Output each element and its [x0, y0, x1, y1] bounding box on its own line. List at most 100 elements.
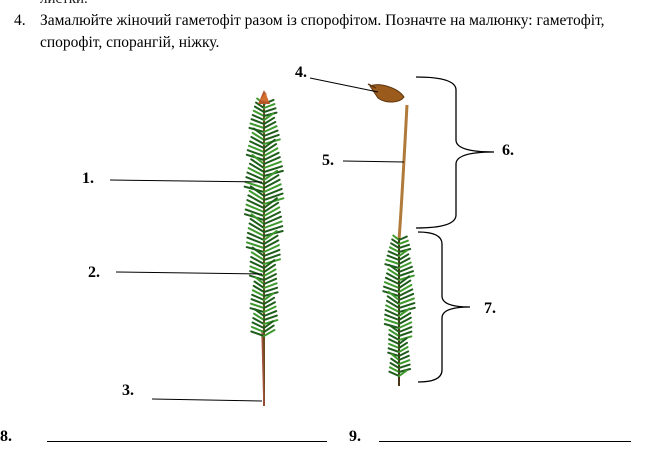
moss-leaf: [263, 259, 276, 269]
moss-leaf: [383, 285, 400, 293]
moss-leaf: [246, 241, 265, 249]
moss-leaf: [398, 316, 412, 325]
label-2: 2.: [88, 264, 100, 281]
brace-gametophyte: [417, 231, 471, 383]
moss-leaf: [392, 234, 400, 241]
moss-leaf: [263, 125, 278, 133]
moss-leaf: [398, 249, 409, 257]
moss-leaf: [398, 270, 414, 277]
moss-leaf: [250, 118, 265, 125]
pointer-line-1: [109, 179, 263, 183]
moss-leaf: [263, 220, 283, 229]
moss-leaf: [398, 321, 413, 329]
moss-leaf: [253, 308, 265, 317]
moss-leaf: [263, 239, 280, 249]
moss-leaf: [398, 261, 412, 269]
moss-leaf: [398, 257, 411, 265]
left-moss-leaves: [243, 97, 285, 337]
moss-leaf: [252, 127, 265, 137]
moss-leaf: [384, 313, 400, 321]
moss-leaf: [390, 242, 400, 249]
moss-leaf: [263, 160, 282, 169]
task-text: Замалюйте жіночий гаметофіт разом із спо…: [40, 12, 605, 51]
moss-leaf: [251, 293, 265, 301]
answer-blank-8[interactable]: [47, 441, 327, 442]
moss-leaf: [388, 264, 400, 273]
moss-leaf: [388, 342, 400, 349]
moss-leaf: [388, 246, 400, 253]
moss-leaf: [383, 318, 400, 325]
moss-leaf: [249, 265, 265, 273]
moss-leaf: [263, 156, 281, 165]
moss-leaf: [398, 337, 408, 345]
moss-leaf: [249, 217, 265, 229]
previous-task-fragment: листки.: [40, 0, 88, 8]
moss-leaf: [263, 305, 277, 313]
label-7: 7.: [484, 300, 496, 317]
moss-leaf: [263, 215, 282, 225]
moss-leaf: [385, 258, 400, 265]
moss-leaf: [386, 272, 400, 281]
moss-leaf: [249, 260, 265, 269]
moss-leaf: [398, 307, 411, 317]
moss-leaf: [248, 222, 265, 233]
moss-leaf: [387, 347, 400, 353]
moss-leaf: [263, 310, 278, 317]
moss-leaf: [398, 363, 411, 369]
moss-leaf: [263, 263, 276, 273]
moss-leaf: [249, 140, 265, 149]
brace-sporophyte: [415, 76, 495, 229]
moss-leaf: [398, 369, 408, 377]
moss-leaf: [263, 111, 278, 117]
moss-leaf: [253, 280, 265, 289]
moss-leaf: [251, 114, 265, 121]
moss-leaf: [252, 109, 265, 117]
moss-leaf: [385, 299, 400, 309]
moss-leaf: [247, 231, 265, 241]
moss-leaf: [388, 333, 400, 341]
label-1: 1.: [82, 170, 94, 187]
moss-leaf: [263, 253, 281, 261]
label-3: 3.: [122, 382, 134, 399]
label-5: 5.: [322, 152, 334, 169]
moss-leaf: [263, 201, 280, 213]
moss-leaf: [248, 162, 265, 173]
right-moss-plant: [367, 83, 416, 386]
moss-leaf: [263, 286, 279, 293]
moss-leaf: [263, 234, 279, 245]
moss-leaf: [263, 282, 278, 289]
moss-leaf: [246, 236, 265, 245]
moss-leaf: [254, 276, 265, 285]
moss-leaf: [384, 309, 400, 317]
moss-leaf: [398, 275, 411, 285]
moss-leaf: [263, 248, 281, 257]
moss-leaf: [398, 265, 413, 273]
moss-leaf: [245, 176, 265, 185]
moss-leaf: [263, 187, 283, 197]
moss-leaf: [383, 281, 400, 289]
moss-leaf: [398, 292, 415, 301]
moss-leaf: [263, 324, 275, 333]
moss-leaf: [263, 225, 284, 233]
right-moss-leaves: [382, 234, 416, 377]
moss-leaf: [251, 289, 265, 297]
moss-leaf: [250, 298, 265, 305]
moss-leaf: [244, 180, 265, 189]
pointer-line-2: [115, 271, 263, 275]
moss-leaf: [263, 183, 282, 193]
moss-leaf: [385, 304, 400, 313]
moss-leaf: [245, 203, 265, 213]
moss-leaf: [263, 277, 278, 285]
moss-leaf: [398, 326, 413, 333]
moss-leaf: [263, 273, 277, 281]
answer-blank-9[interactable]: [379, 441, 631, 442]
moss-leaf: [263, 296, 276, 305]
moss-leaf: [248, 144, 265, 153]
moss-leaf: [263, 107, 277, 113]
moss-leaf: [263, 151, 280, 161]
moss-leaf: [398, 248, 412, 253]
moss-leaf: [263, 165, 283, 173]
moss-leaf: [390, 357, 400, 365]
moss-leaf: [391, 238, 400, 245]
